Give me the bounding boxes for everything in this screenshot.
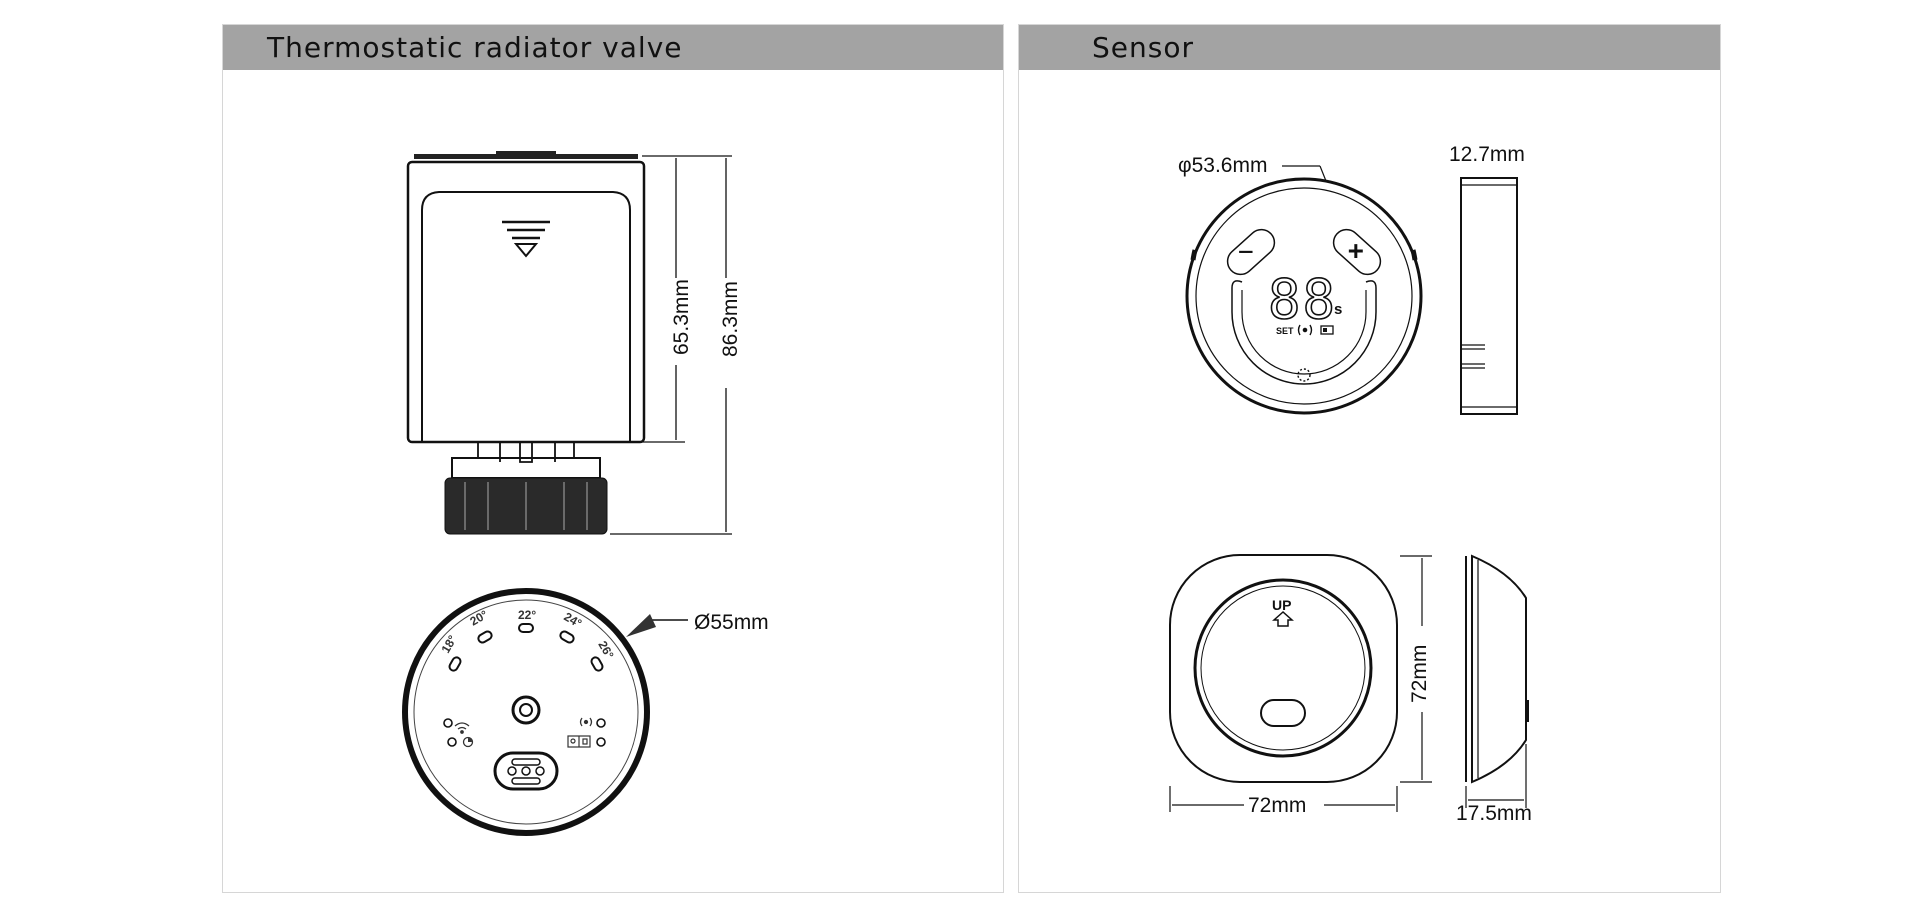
down-arrow-icon (502, 220, 550, 258)
sensor-outer-arc (1231, 288, 1377, 385)
valve-dial-view: 18° 20° 22° 24° 26° (402, 588, 650, 836)
mount-slot (1260, 699, 1306, 727)
valve-diameter-label: Ø55mm (694, 611, 769, 634)
sensor-height-label: 72mm (1408, 645, 1431, 703)
dial-temperature-ticks (448, 623, 604, 672)
plus-button: + (1332, 228, 1382, 276)
plus-label: + (1348, 236, 1364, 266)
valve-diameter-leader (626, 614, 688, 637)
sensor-mount-dimension-lines (1169, 555, 1432, 812)
signal-icon (1297, 324, 1313, 336)
dial-tick-22: 22° (518, 608, 536, 622)
sensor-panel-header: Sensor (1019, 25, 1720, 70)
sensor-thickness-label: 12.7mm (1449, 143, 1525, 166)
clock-icon (462, 736, 474, 748)
sensor-side-view (1460, 177, 1518, 415)
sensor-diameter-label: φ53.6mm (1178, 154, 1267, 177)
sensor-display-unit: s (1334, 301, 1342, 318)
battery-icon (1320, 325, 1334, 335)
up-arrow-icon (1272, 610, 1294, 627)
minus-button: − (1226, 228, 1276, 276)
button-pad (493, 751, 559, 791)
sensor-depth-label: 17.5mm (1456, 802, 1532, 825)
valve-panel-title: Thermostatic radiator valve (267, 31, 683, 64)
status-indicators (443, 718, 606, 747)
sensor-inner-arc (1241, 290, 1367, 375)
sensor-panel-title: Sensor (1092, 31, 1194, 64)
valve-total-height-label: 86.3mm (719, 281, 742, 357)
sensor-mount-side-view (1465, 554, 1529, 808)
wifi-icon (454, 722, 470, 734)
valve-side-view (406, 151, 646, 535)
valve-dimension-lines (610, 155, 732, 535)
sensor-up-label: UP (1272, 597, 1291, 613)
sensor-front-view: − + 88 s SET (1185, 177, 1423, 415)
sensor-width-label: 72mm (1248, 794, 1306, 817)
sensor-mount-front-view: UP (1169, 554, 1398, 783)
lock-child-icon (567, 735, 591, 748)
minus-label: − (1238, 237, 1254, 267)
valve-panel-header: Thermostatic radiator valve (223, 25, 1003, 70)
sensor-set-label: SET (1276, 326, 1294, 336)
sensor-led-icon (1297, 368, 1311, 382)
valve-inner-height-label: 65.3mm (670, 279, 693, 355)
sensor-display-digits: 88 (1268, 268, 1337, 331)
signal-icon (579, 717, 593, 727)
